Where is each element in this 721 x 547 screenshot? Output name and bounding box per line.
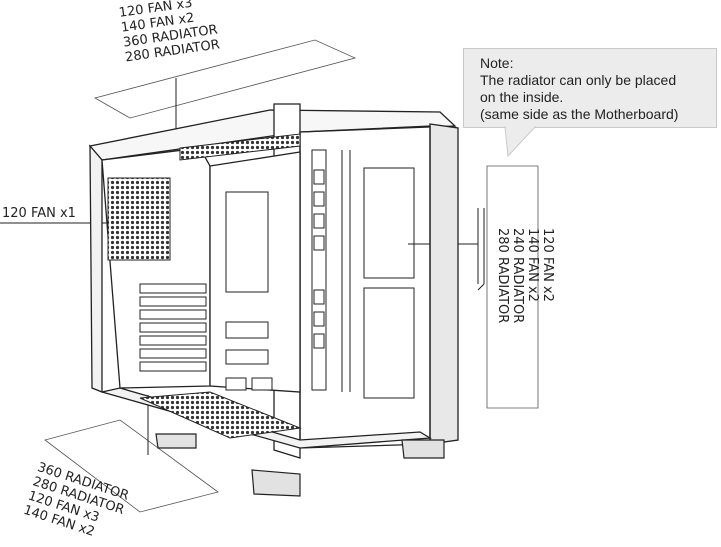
right-label-line: 120 FAN x2 [540,228,555,302]
case-body [88,103,459,459]
pci-slots [139,283,207,372]
side-mount-label: 120 FAN x2 140 FAN x2 240 RADIATOR 280 R… [495,228,555,323]
rear-fan-mesh [107,177,171,261]
bottom-mesh-plate [139,391,302,439]
bottom-mount-plane [44,419,219,513]
side-mount-plane [486,165,539,409]
note-line: on the inside. [480,89,564,105]
right-label-line: 140 FAN x2 [525,228,540,302]
note-callout: Note: The radiator can only be placed on… [463,48,717,128]
right-leader-bracket [477,208,485,291]
note-line: (same side as the Motherboard) [480,106,679,122]
note-line: The radiator can only be placed [480,72,677,88]
side-rail [311,149,351,392]
right-label-line: 240 RADIATOR [510,228,525,324]
top-mesh-strip [179,133,301,161]
rear-mount-label: 120 FAN x1 [2,206,76,221]
tray-cutouts [225,191,273,391]
note-title: Note: [480,55,514,71]
left-label-line: 120 FAN x1 [2,206,76,221]
right-label-line: 280 RADIATOR [495,228,510,324]
top-mount-plane [93,39,357,119]
case-feet [155,433,445,497]
side-glass-panels [363,167,415,399]
